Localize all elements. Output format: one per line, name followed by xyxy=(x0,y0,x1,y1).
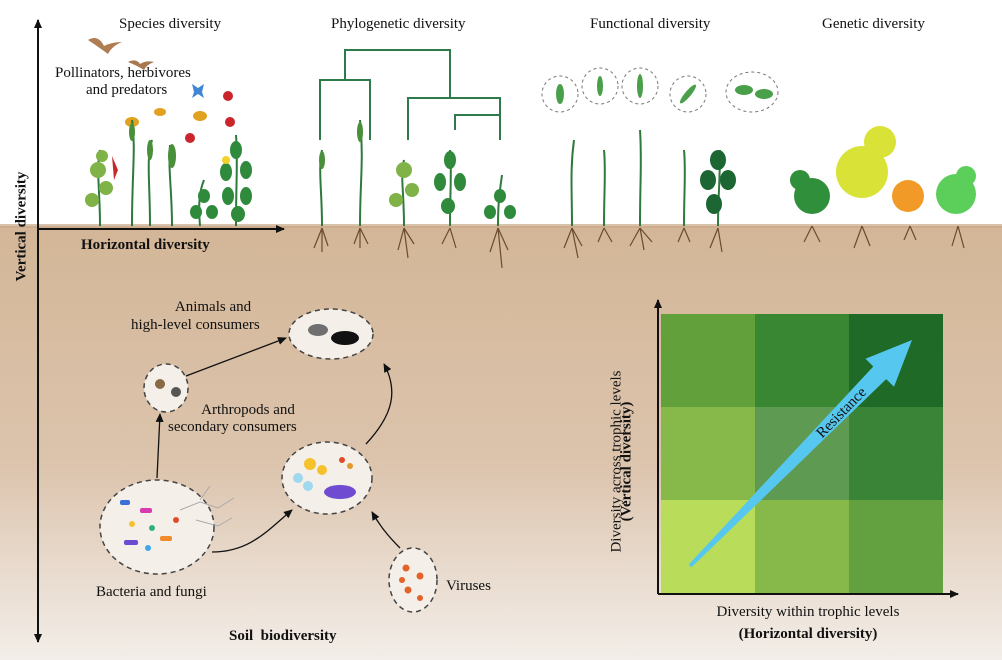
arrow-arthropods-to-animals xyxy=(185,337,287,377)
ladybug-icon xyxy=(223,91,233,101)
fungal-hyphae xyxy=(179,485,235,527)
panel-title-functional: Functional diversity xyxy=(590,16,711,32)
viruses-node xyxy=(388,547,438,613)
bird-icon xyxy=(128,60,154,70)
bacteria-fungi-label: Bacteria and fungi xyxy=(96,584,207,600)
beetle-icon xyxy=(155,379,165,389)
chart-ylabel-line2: (Vertical diversity) xyxy=(618,401,635,522)
butterfly-icon xyxy=(192,84,204,98)
bacteria-icons xyxy=(120,500,179,551)
bee-icon xyxy=(154,108,166,116)
animals-node xyxy=(288,308,374,360)
animals-label-line2: high-level consumers xyxy=(131,317,260,333)
functional-diversity-illustration xyxy=(541,67,779,259)
arthropods-label-line1: Arthropods and xyxy=(201,402,295,418)
bird-icon xyxy=(88,38,122,54)
arrow-viruses-to-microbes xyxy=(371,511,401,549)
heatmap-cell xyxy=(849,407,943,500)
horizontal-diversity-label: Horizontal diversity xyxy=(81,237,210,253)
bee-icon xyxy=(193,111,207,121)
chart-xlabel-line1: Diversity within trophic levels xyxy=(716,604,900,620)
heatmap-cell xyxy=(661,407,755,500)
animals-label-line1: Animals and xyxy=(174,299,252,315)
resistance-chart: Resistance xyxy=(654,299,959,598)
arrow-bacteria-to-microbes xyxy=(211,509,293,553)
bacteria-fungi-node xyxy=(99,479,215,575)
heatmap-cell xyxy=(755,314,849,407)
soil-food-web xyxy=(99,308,438,613)
species-diversity-illustration xyxy=(85,38,252,227)
heatmap-cell xyxy=(661,314,755,407)
panel-title-genetic: Genetic diversity xyxy=(822,16,925,32)
arrow-bacteria-to-arthropods xyxy=(155,413,164,479)
soil-biodiversity-title: Soil biodiversity xyxy=(229,628,337,644)
vertical-diversity-label: Vertical diversity xyxy=(13,171,30,282)
mouse-icon xyxy=(308,324,328,336)
mole-icon xyxy=(331,331,359,345)
ground-line xyxy=(0,224,1002,228)
heatmap-cell xyxy=(849,500,943,593)
ladybug-icon xyxy=(185,133,195,143)
chart-xlabel-line2: (Horizontal diversity) xyxy=(738,626,878,642)
panel-title-phylogenetic: Phylogenetic diversity xyxy=(331,16,466,32)
resistance-arrow xyxy=(688,340,912,568)
arthropods-label-line2: secondary consumers xyxy=(168,419,297,435)
protist-icon xyxy=(324,485,356,499)
mite-icon xyxy=(171,387,181,397)
viruses-label: Viruses xyxy=(446,578,491,594)
genetic-diversity-illustration xyxy=(790,126,976,249)
phylogenetic-diversity-illustration xyxy=(313,49,516,269)
heatmap-cell xyxy=(755,500,849,593)
fauna-label-line2: and predators xyxy=(86,82,168,98)
fauna-label-line1: Pollinators, herbivores xyxy=(55,65,191,81)
phylogenetic-tree xyxy=(319,49,501,140)
panel-title-species: Species diversity xyxy=(119,16,222,32)
ladybug-icon xyxy=(225,117,235,127)
arrow-microbes-to-animals xyxy=(365,363,393,445)
arthropods-node xyxy=(143,363,189,413)
